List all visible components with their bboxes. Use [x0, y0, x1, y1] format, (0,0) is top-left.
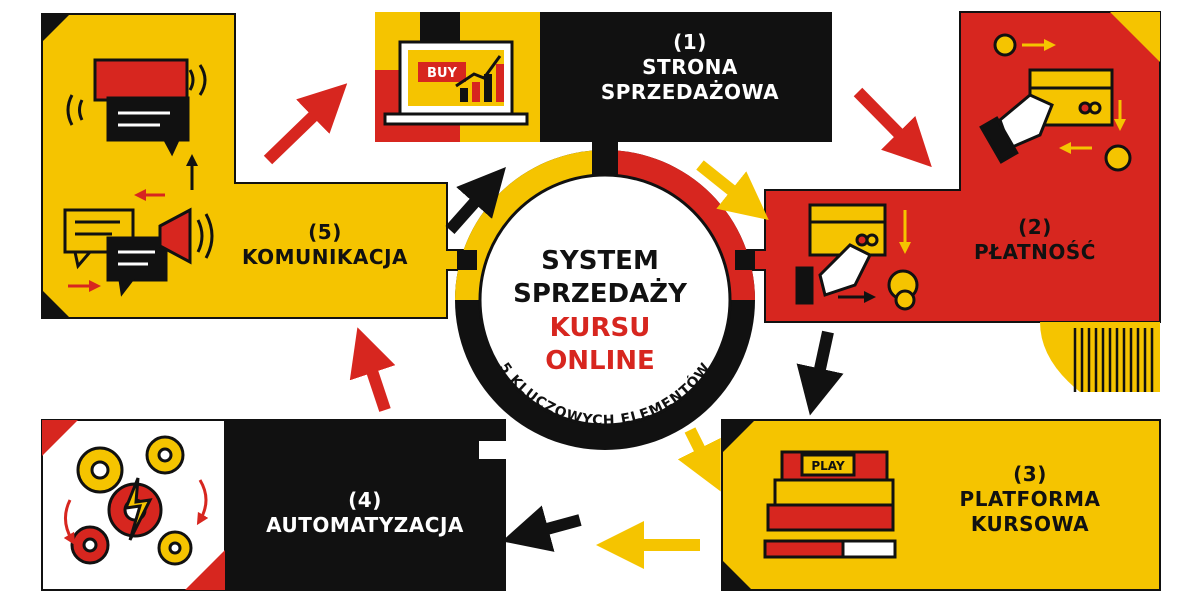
- step-5-title-line-1: KOMUNIKACJA: [242, 245, 408, 269]
- arrow-4-to-5: [349, 327, 396, 412]
- arrow-5-to-1: [263, 83, 348, 165]
- step-2-number: (2): [1018, 215, 1052, 239]
- hub-title: SYSTEM SPRZEDAŻY KURSU ONLINE: [505, 245, 695, 378]
- arrow-hub-to-1: [445, 167, 506, 234]
- chat-megaphone-icon: [63, 58, 214, 297]
- step-1-number: (1): [673, 30, 707, 54]
- laptop-buy-label: BUY: [427, 66, 457, 81]
- step-2-label: (2) PŁATNOŚĆ: [955, 215, 1115, 265]
- arrow-hub-to-2: [696, 160, 769, 220]
- step-4-number: (4): [348, 488, 382, 512]
- flow-arrows: [263, 83, 932, 569]
- gears-automation-icon: [63, 435, 209, 566]
- hub-title-line-2: SPRZEDAŻY: [513, 279, 687, 310]
- arrow-hub-to-3: [677, 427, 721, 492]
- card-payment-icon: [795, 33, 1132, 311]
- step-3-label: (3) PLATFORMA KURSOWA: [920, 462, 1140, 537]
- step-2-title-line-1: PŁATNOŚĆ: [974, 240, 1096, 264]
- hub-title-line-3: KURSU: [549, 312, 651, 343]
- step-3-title-line-1: PLATFORMA: [959, 487, 1101, 511]
- hub-title-line-4: ONLINE: [545, 345, 655, 376]
- hub-title-line-1: SYSTEM: [541, 246, 659, 276]
- course-books-play-icon: [763, 450, 897, 559]
- step-4-title-line-1: AUTOMATYZACJA: [266, 513, 464, 537]
- step-1-label: (1) STRONA SPRZEDAŻOWA: [565, 30, 815, 105]
- arrow-hub-to-4: [501, 505, 582, 552]
- step-5-label: (5) KOMUNIKACJA: [215, 220, 435, 270]
- book-play-label: PLAY: [811, 459, 845, 473]
- step-1-title-line-2: SPRZEDAŻOWA: [600, 80, 780, 104]
- center-hub: [455, 140, 755, 450]
- step-3-number: (3): [1013, 462, 1047, 486]
- step-3-title-line-2: KURSOWA: [970, 512, 1090, 536]
- step-4-label: (4) AUTOMATYZACJA: [232, 488, 498, 538]
- step-5-number: (5): [308, 220, 342, 244]
- arrow-2-to-3: [796, 330, 844, 416]
- arrow-1-to-2: [853, 87, 932, 168]
- laptop-buy-chart-icon: [383, 40, 529, 126]
- step-1-title-line-1: STRONA: [642, 55, 738, 79]
